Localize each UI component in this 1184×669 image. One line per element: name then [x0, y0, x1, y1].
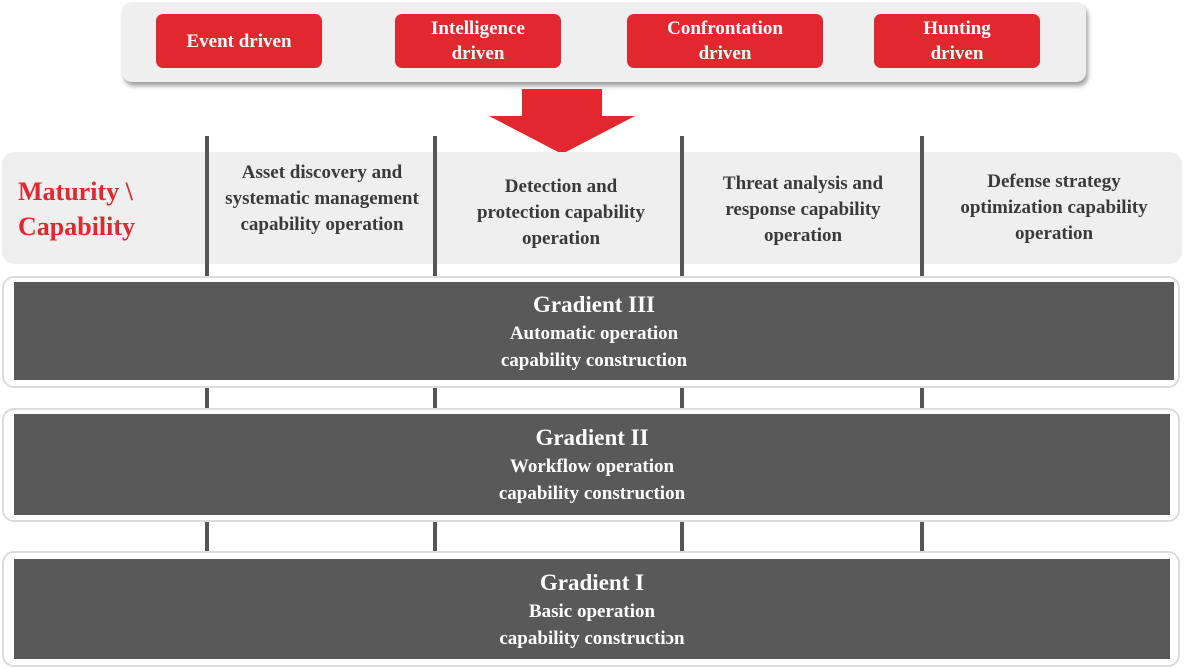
gradient-2-bar: Gradient II Workflow operation capabilit…: [14, 414, 1170, 515]
gradient-3-bar: Gradient III Automatic operation capabil…: [14, 282, 1174, 380]
down-arrow-icon: [489, 89, 635, 154]
column-defense-strategy: Defense strategy optimization capability…: [960, 171, 1148, 244]
column-detection-protection: Detection and protection capability oper…: [476, 176, 645, 249]
gradient-2-description: Workflow operation capability constructi…: [498, 456, 686, 504]
driver-confrontation: Confrontation driven: [627, 14, 823, 68]
gradient-1-title: Gradient I: [539, 569, 645, 595]
driver-intelligence: Intelligence driven: [395, 14, 561, 68]
gradient-1-description: Basic operation capability constructiɔn: [499, 600, 685, 649]
maturity-capability-label: Maturity \ Capability: [18, 177, 136, 241]
driver-hunting: Hunting driven: [874, 14, 1040, 68]
column-threat-analysis: Threat analysis and response capability …: [722, 173, 884, 246]
gradient-2-title: Gradient II: [535, 425, 649, 450]
capability-header-row: [2, 152, 1182, 264]
gradient-3-title: Gradient III: [532, 291, 656, 317]
gradient-1-bar: Gradient I Basic operation capability co…: [14, 559, 1170, 659]
gradient-3-description: Automatic operation capability construct…: [500, 322, 688, 371]
driver-event: Event driven: [156, 14, 322, 68]
column-asset-discovery: Asset discovery and systematic managemen…: [225, 162, 419, 235]
